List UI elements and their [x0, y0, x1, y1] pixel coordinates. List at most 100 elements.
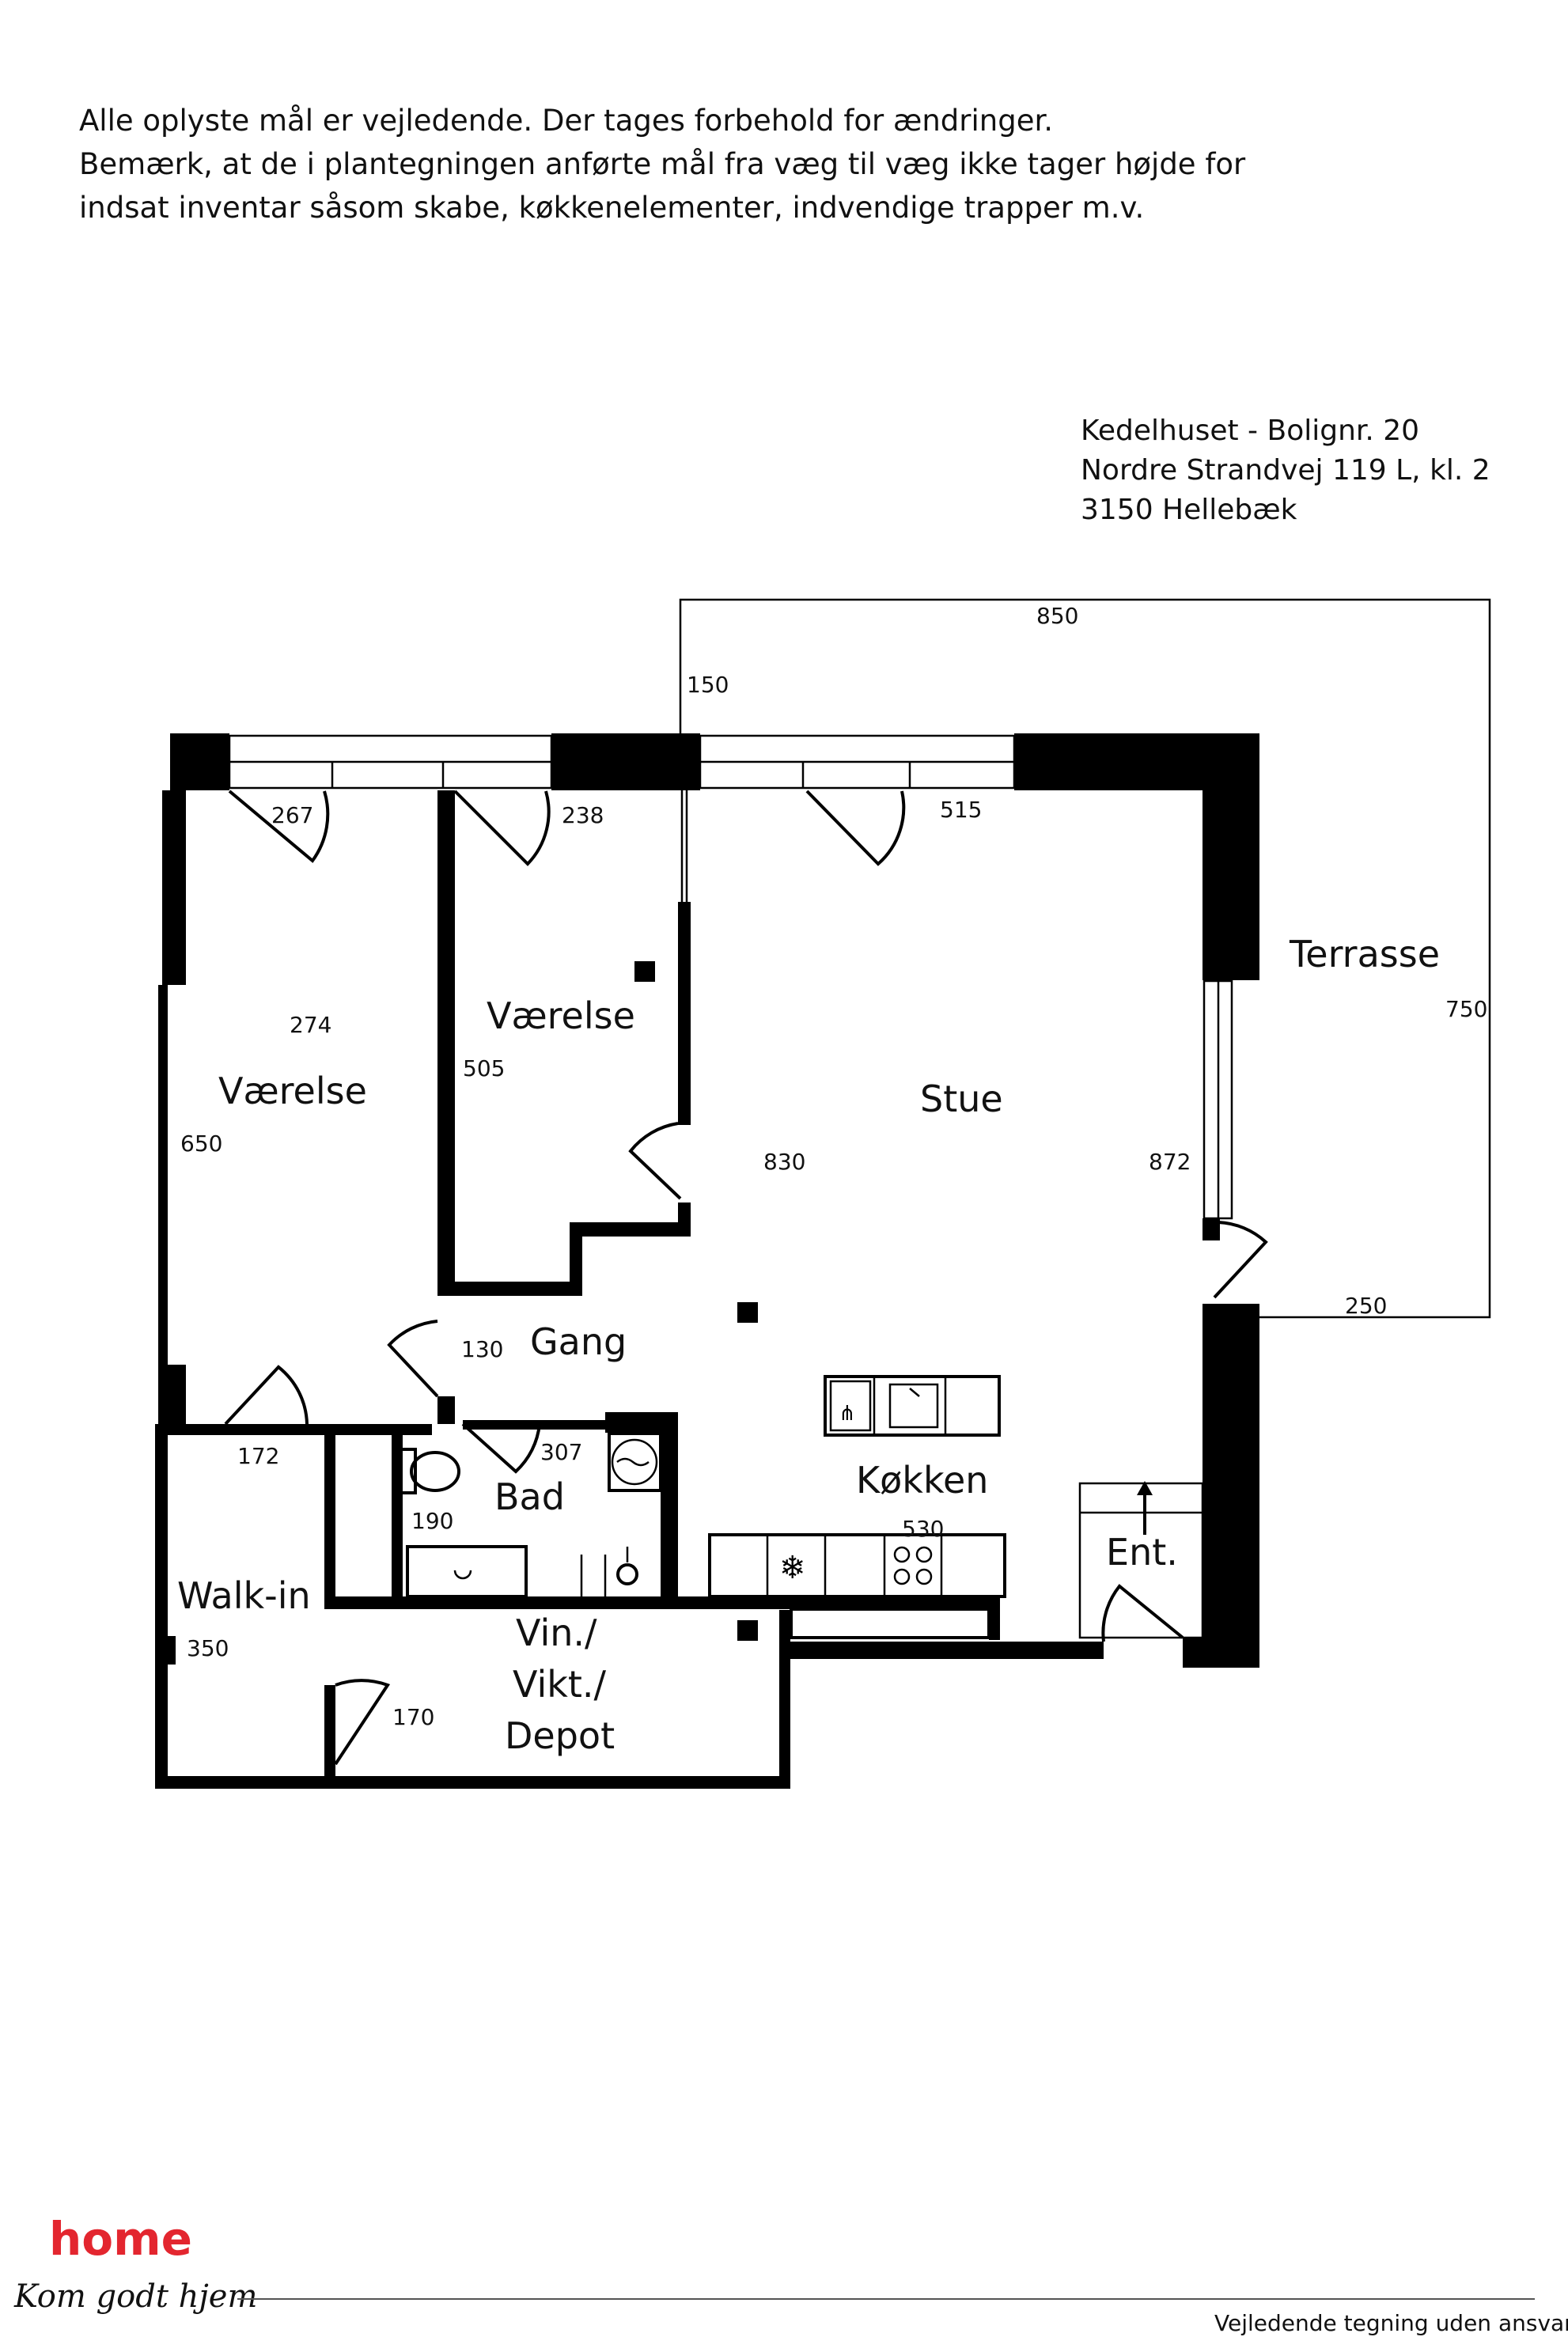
depot-shelf — [790, 1608, 990, 1639]
wall-right-stub — [1183, 1638, 1259, 1668]
wall-bottom-depot — [155, 1776, 788, 1789]
dimension-267: 267 — [271, 802, 313, 828]
home-logo: home — [49, 2215, 192, 2263]
wall-bath-top-thin — [463, 1420, 605, 1430]
dimension-307: 307 — [540, 1439, 582, 1465]
dimension-650: 650 — [180, 1131, 222, 1157]
address-line-1: Kedelhuset - Bolignr. 20 — [1081, 415, 1420, 447]
wall-kitchen-niche — [989, 1596, 1000, 1640]
wall-room1-bottom-stub — [437, 1396, 455, 1424]
stove-icon — [893, 1546, 933, 1585]
room-label-vaerelse-2: Værelse — [487, 994, 635, 1037]
dimension-170: 170 — [392, 1704, 434, 1730]
wall-depot-right — [779, 1610, 790, 1789]
entrance-arrow-head — [1137, 1481, 1153, 1495]
wall-walkin-top — [155, 1424, 432, 1435]
door-entrance — [1101, 1584, 1184, 1642]
door-stue — [805, 790, 906, 866]
shower-icon — [608, 1432, 662, 1492]
address-block: Kedelhuset - Bolignr. 20 Nordre Strandve… — [1081, 411, 1490, 530]
dimension-250: 250 — [1345, 1293, 1387, 1319]
plan-drawing: ⋔ ❄ — [155, 598, 1491, 1789]
toilet-icon — [396, 1448, 417, 1494]
disclaimer-line-3: indsat inventar såsom skabe, køkkeneleme… — [79, 191, 1145, 225]
room-label-bad: Bad — [494, 1475, 565, 1518]
dimension-190: 190 — [411, 1508, 453, 1534]
dimension-505: 505 — [463, 1055, 505, 1081]
dishwasher-symbol: ⋔ — [839, 1402, 856, 1426]
room-label-depot-1: Vin./ — [516, 1612, 597, 1654]
pillar-3 — [737, 1620, 758, 1641]
freezer-snowflake-icon: ❄ — [779, 1550, 806, 1586]
dimension-872: 872 — [1149, 1149, 1191, 1175]
pillar-1 — [634, 961, 655, 982]
disclaimer-line-1: Alle oplyste mål er vejledende. Der tage… — [79, 104, 1054, 138]
wall-bath-left — [392, 1424, 403, 1606]
pillar-2 — [737, 1302, 758, 1323]
room-label-depot-2: Vikt./ — [513, 1663, 607, 1706]
terrace-outline — [679, 598, 1491, 1319]
address-line-2: Nordre Strandvej 119 L, kl. 2 — [1081, 454, 1490, 487]
kitchen-counter — [708, 1533, 1006, 1598]
dishwasher-icon — [829, 1380, 872, 1432]
wall-room2-right — [678, 902, 691, 1125]
door-room1 — [228, 790, 330, 863]
room-label-vaerelse-1: Værelse — [218, 1070, 367, 1112]
dimension-172: 172 — [237, 1443, 279, 1469]
entrance-vestibule — [1078, 1482, 1204, 1639]
door-room2-side — [628, 1122, 682, 1200]
wall-top-left — [170, 733, 229, 790]
wall-walkin-right-lower — [324, 1685, 335, 1780]
wall-room2-step-h — [570, 1222, 688, 1237]
door-room1-bottom — [224, 1365, 309, 1426]
wall-left — [158, 790, 186, 1434]
room-label-gang: Gang — [530, 1320, 627, 1363]
wall-bottom-kitchen — [779, 1642, 1104, 1659]
dimension-350: 350 — [187, 1635, 229, 1661]
dimension-830: 830 — [763, 1149, 805, 1175]
slogan: Kom godt hjem — [14, 2278, 258, 2315]
room-label-stue: Stue — [920, 1078, 1003, 1120]
room-label-walkin: Walk-in — [177, 1574, 311, 1617]
wall-left-lower — [155, 1424, 168, 1788]
footer-divider — [237, 2298, 1535, 2300]
wall-room2-right-lower — [678, 1203, 691, 1237]
dimension-274: 274 — [290, 1012, 331, 1038]
logo-text: home — [49, 2215, 192, 2263]
disclaimer-line-2: Bemærk, at de i plantegningen anførte må… — [79, 147, 1246, 181]
dimension-750: 750 — [1445, 996, 1487, 1022]
room-label-terrasse: Terrasse — [1289, 933, 1440, 975]
wall-left-stub — [158, 1636, 176, 1665]
dimension-238: 238 — [562, 802, 604, 828]
door-walkin — [334, 1679, 391, 1766]
footer-text: Vejledende tegning uden ansvar — [1214, 2310, 1568, 2336]
dimension-150: 150 — [687, 672, 729, 698]
wall-walkin-right — [324, 1424, 335, 1602]
wall-bath-top — [605, 1412, 678, 1433]
room-label-koekken: Køkken — [856, 1459, 988, 1502]
door-terrace — [1213, 1221, 1268, 1299]
wall-top-middle — [551, 733, 700, 790]
room-label-ent: Ent. — [1106, 1531, 1178, 1574]
sink-icon — [888, 1383, 939, 1429]
door-gang — [387, 1320, 439, 1398]
dimension-530: 530 — [902, 1516, 944, 1542]
door-bath — [461, 1422, 541, 1474]
room-label-depot-3: Depot — [505, 1714, 615, 1757]
dimension-850: 850 — [1036, 603, 1078, 629]
wall-room1-room2 — [437, 790, 455, 1293]
wall-right-bottom — [1203, 1304, 1259, 1668]
disclaimer: Alle oplyste mål er vejledende. Der tage… — [79, 99, 1424, 229]
wall-bath-right — [661, 1412, 678, 1606]
kitchen-island — [824, 1375, 1001, 1437]
dimension-130: 130 — [461, 1336, 503, 1362]
wall-right-top — [1203, 733, 1259, 980]
door-room2 — [453, 790, 551, 866]
floor-drain-icon — [616, 1563, 638, 1585]
wall-room2-bottom — [437, 1282, 580, 1296]
bath-sink-icon — [406, 1545, 528, 1598]
address-line-3: 3150 Hellebæk — [1081, 494, 1297, 526]
wall-right-mid — [1203, 1218, 1220, 1240]
dimension-515: 515 — [940, 797, 982, 823]
